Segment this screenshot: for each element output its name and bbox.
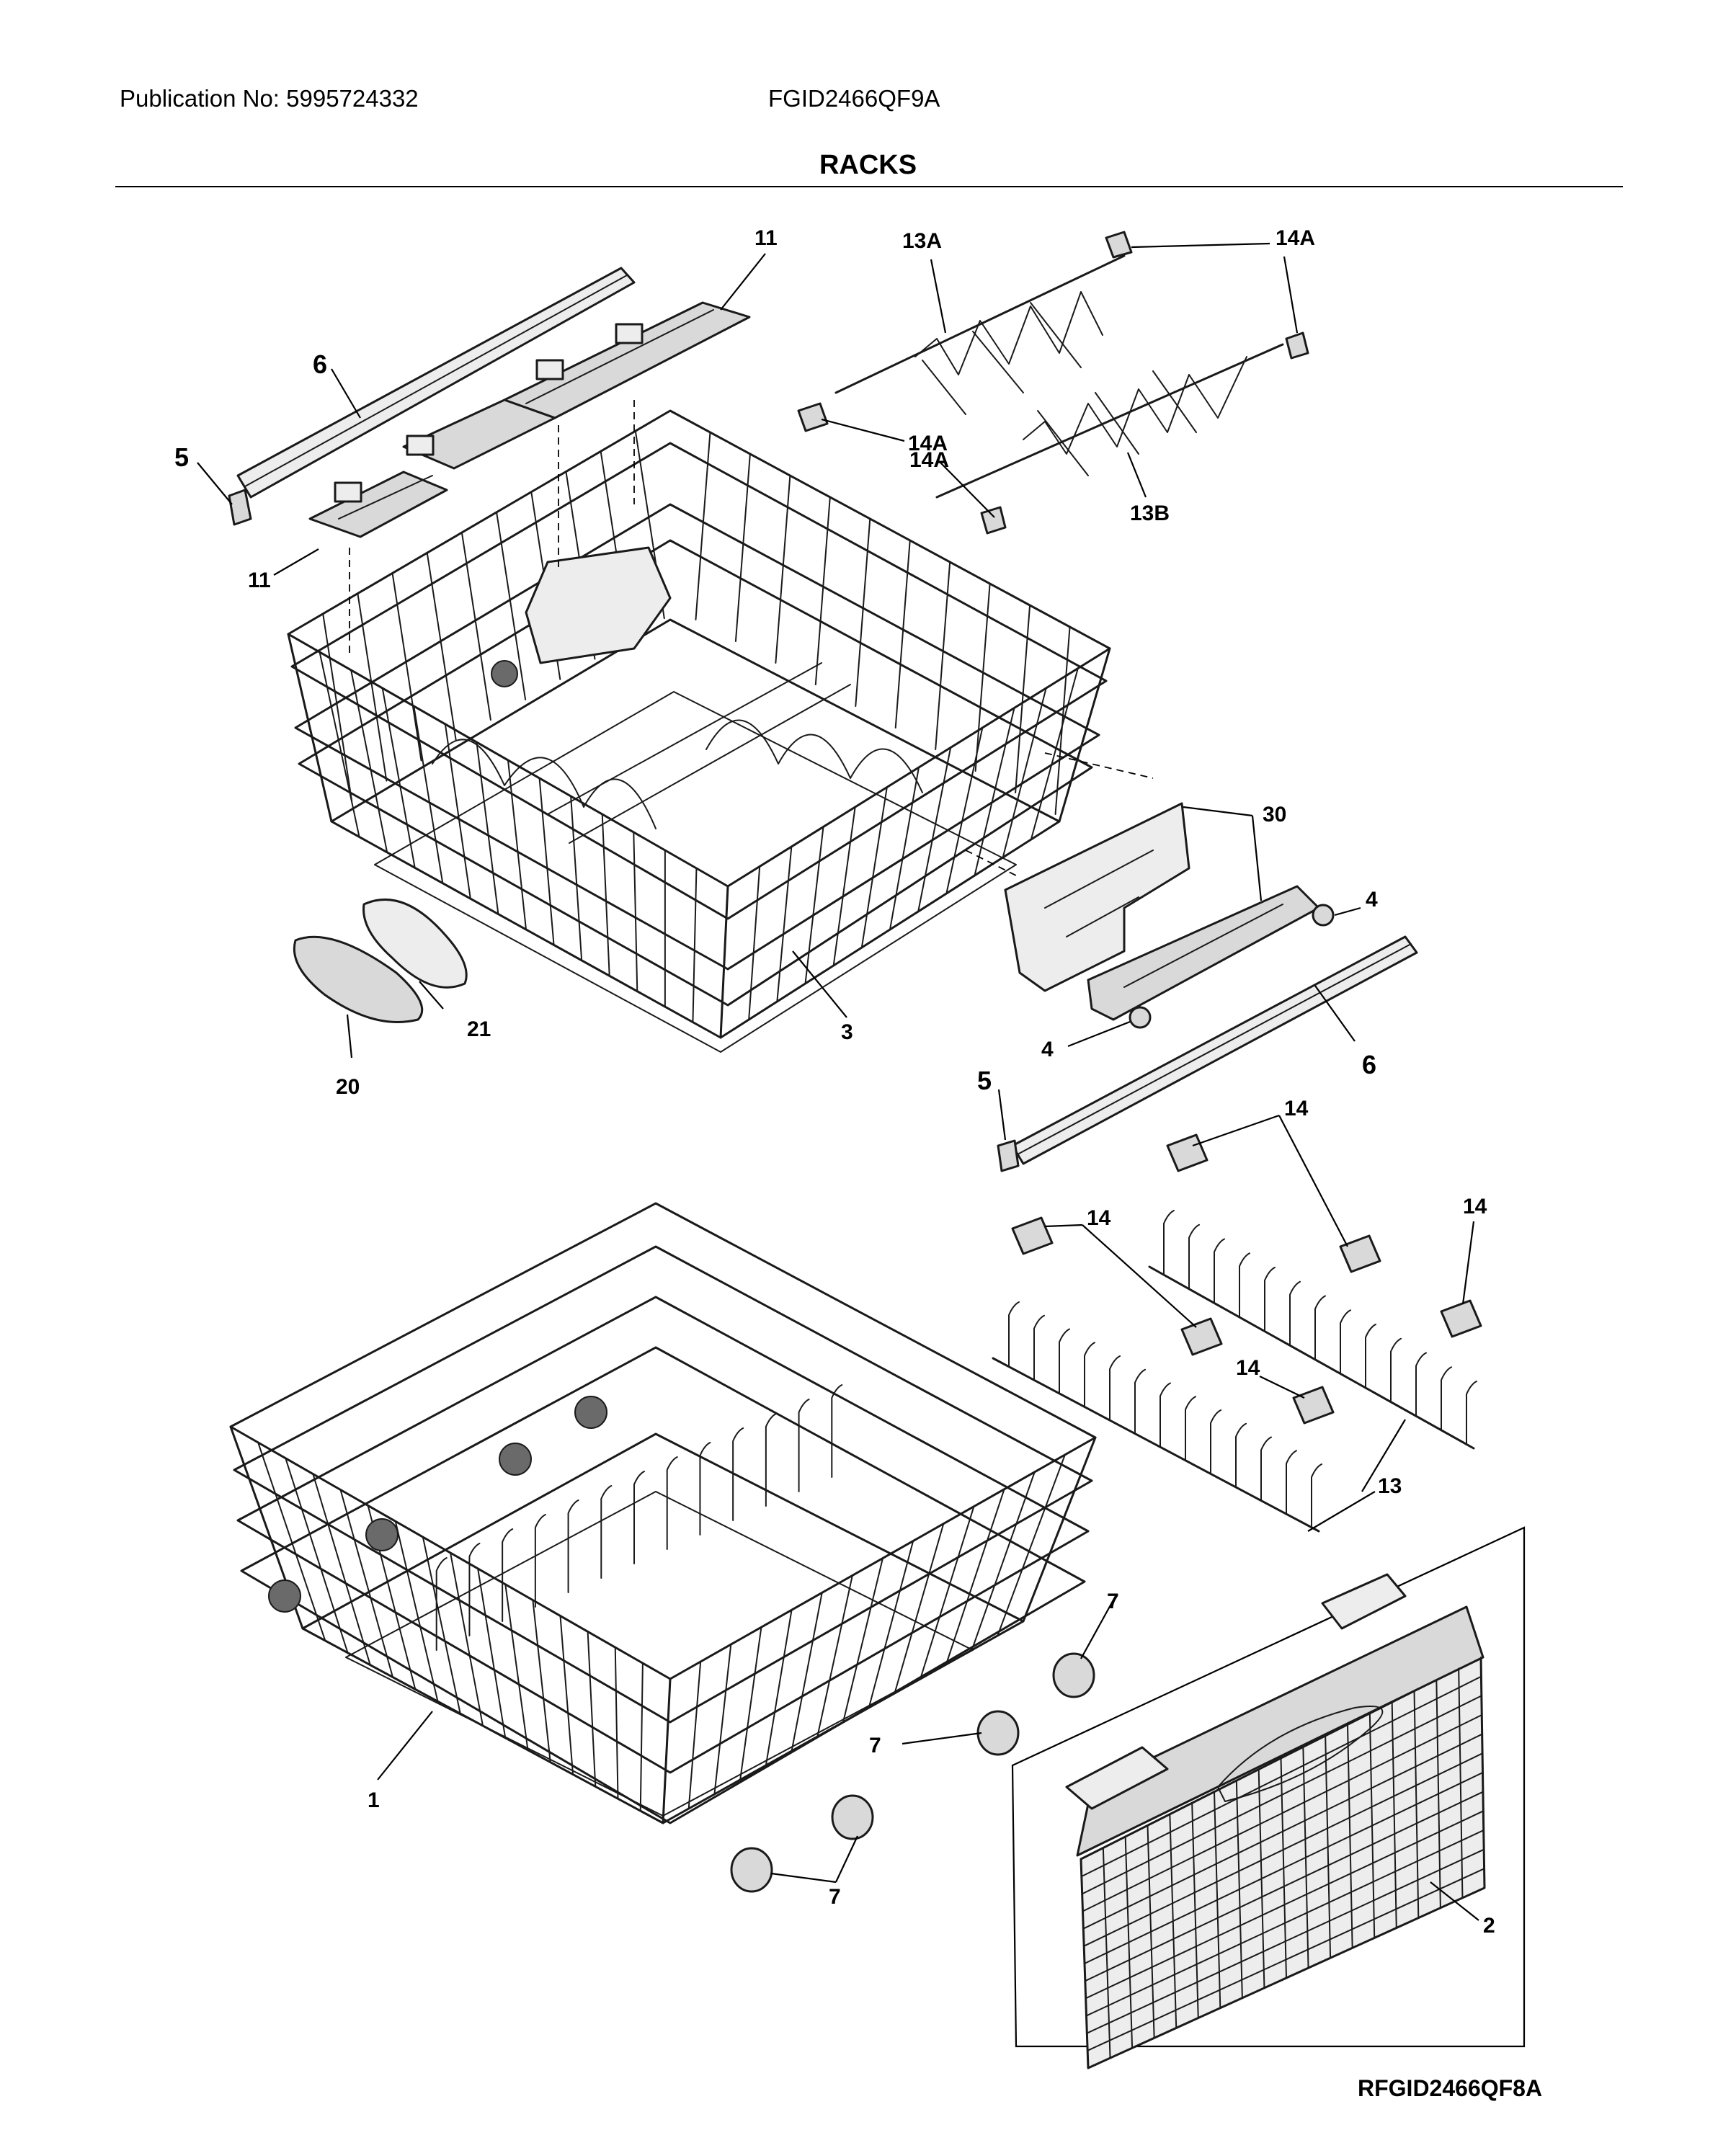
callout-7-a: 7 bbox=[1107, 1590, 1119, 1613]
part-20-21-badge bbox=[293, 898, 468, 1023]
callout-14-left: 14 bbox=[1087, 1206, 1111, 1230]
callout-11-top: 11 bbox=[755, 226, 778, 250]
part-2-basket bbox=[1011, 1526, 1526, 2069]
callout-14-top: 14 bbox=[1284, 1097, 1309, 1120]
model-number: FGID2466QF9A bbox=[768, 85, 940, 112]
callout-14-mid: 14 bbox=[1236, 1356, 1260, 1380]
part-13-tine-rows bbox=[992, 1133, 1482, 1533]
diagram-title: RACKS bbox=[819, 150, 917, 180]
callout-20: 20 bbox=[336, 1075, 360, 1099]
part-6-right-rail bbox=[997, 935, 1418, 1172]
part-13a-13b-shelves bbox=[797, 231, 1309, 535]
callout-14a-mid: 14A bbox=[908, 432, 948, 455]
part-6-upper-rail bbox=[228, 267, 636, 526]
part-7-wheels bbox=[730, 1652, 1095, 1893]
callout-13: 13 bbox=[1378, 1474, 1402, 1498]
callout-13b: 13B bbox=[1130, 502, 1170, 525]
callout-7-c: 7 bbox=[829, 1885, 841, 1909]
callout-14a-top: 14A bbox=[1276, 226, 1315, 250]
callout-11-left: 11 bbox=[248, 569, 271, 592]
callout-3: 3 bbox=[841, 1020, 853, 1044]
callout-6-right: 6 bbox=[1362, 1050, 1376, 1079]
callout-14a-low: 14A bbox=[909, 448, 949, 472]
callout-13a: 13A bbox=[902, 229, 942, 253]
callout-30: 30 bbox=[1263, 803, 1286, 826]
callout-2: 2 bbox=[1483, 1914, 1495, 1938]
lower-rack bbox=[229, 1202, 1097, 1824]
callout-1: 1 bbox=[368, 1788, 380, 1812]
part-4-wheels bbox=[1129, 904, 1335, 1029]
callout-7-b: 7 bbox=[869, 1734, 881, 1757]
callout-5-right: 5 bbox=[977, 1066, 992, 1095]
callout-labels: 11 6 5 11 13A 14A 14A 14A 13B 30 4 4 6 5… bbox=[174, 226, 1495, 1938]
leader-lines bbox=[197, 242, 1479, 1921]
callout-14-right: 14 bbox=[1463, 1195, 1487, 1218]
part-30-carrier bbox=[1004, 802, 1320, 1021]
callout-6-top: 6 bbox=[313, 349, 327, 379]
upper-rack bbox=[287, 400, 1154, 1053]
callout-21: 21 bbox=[467, 1017, 491, 1041]
callout-4-left: 4 bbox=[1041, 1038, 1054, 1061]
publication-number: Publication No: 5995724332 bbox=[120, 85, 419, 112]
callout-5-top: 5 bbox=[174, 442, 189, 472]
part-11-upper bbox=[308, 301, 751, 538]
callout-4-right: 4 bbox=[1366, 888, 1378, 912]
footer-code: RFGID2466QF8A bbox=[1358, 2075, 1543, 2101]
title-rule bbox=[115, 186, 1623, 187]
